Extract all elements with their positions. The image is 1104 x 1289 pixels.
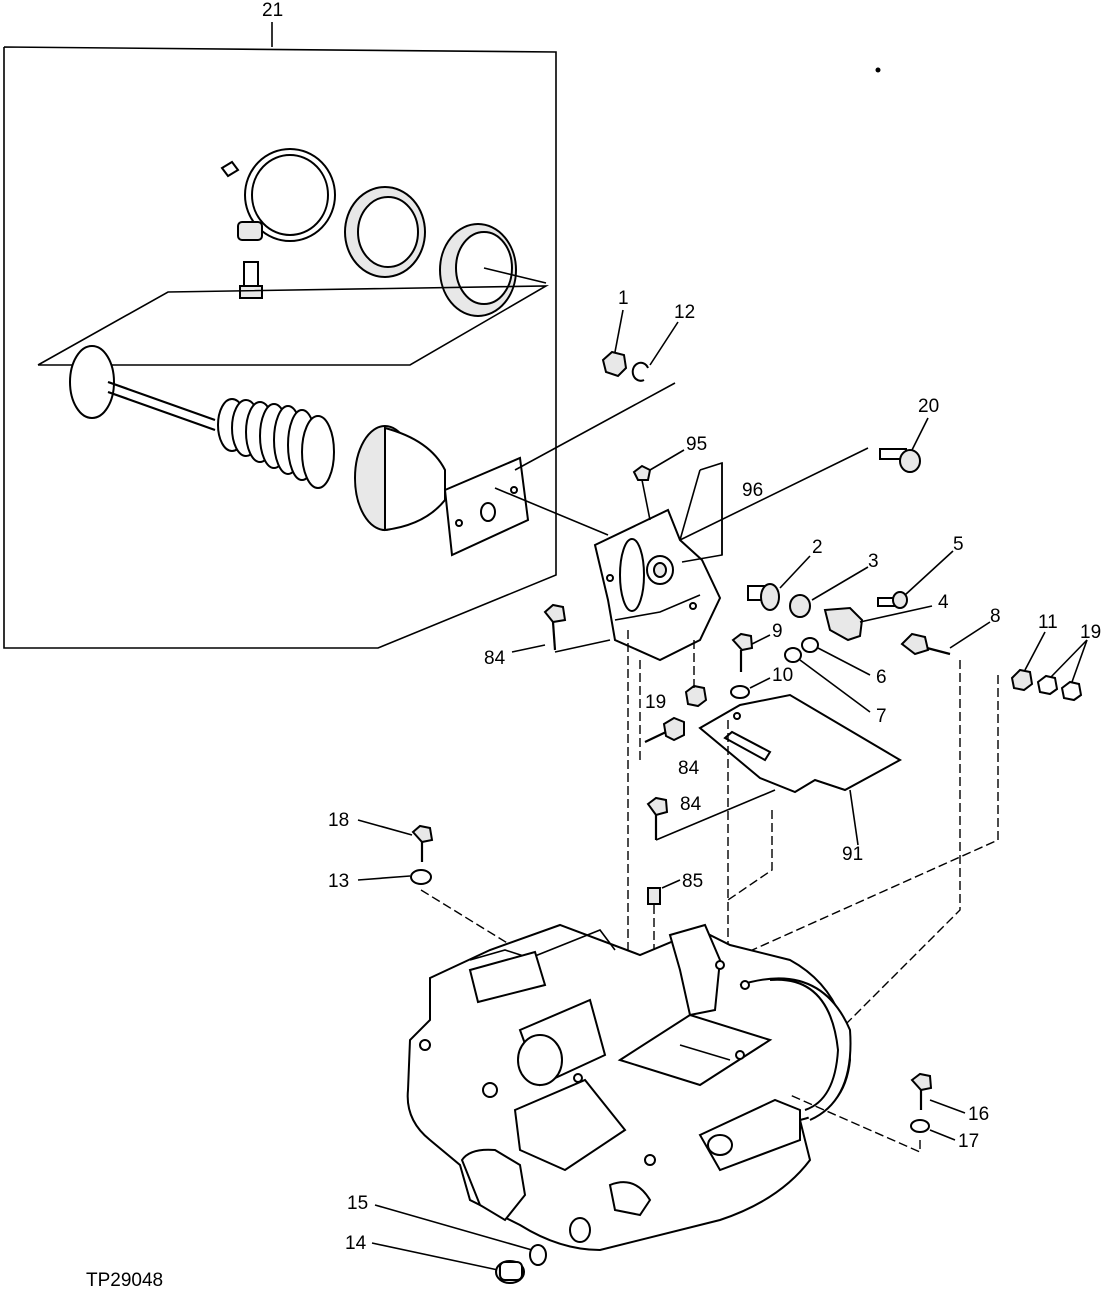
callout-2: 2 xyxy=(812,537,823,558)
boot-seal xyxy=(439,223,547,317)
callout-11: 11 xyxy=(1038,612,1058,633)
callout-14: 14 xyxy=(345,1233,367,1254)
assembly-21-outline xyxy=(3,22,557,649)
callout-9: 9 xyxy=(772,621,783,642)
callout-85: 85 xyxy=(682,871,703,892)
nut-part-19-lower xyxy=(684,640,708,708)
callout-18: 18 xyxy=(328,810,349,831)
clamp-ring xyxy=(220,148,336,299)
washer-part-6 xyxy=(801,637,871,676)
diaphragm-housing xyxy=(354,425,530,557)
sleeve-ring xyxy=(344,186,426,278)
callout-84-left: 84 xyxy=(484,648,506,669)
nut-part-11 xyxy=(1010,631,1046,692)
bolt-part-84-middle xyxy=(644,716,685,743)
callout-13: 13 xyxy=(328,871,349,892)
callout-91: 91 xyxy=(842,844,863,865)
washer-part-10 xyxy=(730,677,771,699)
bushing-part-2 xyxy=(747,555,811,611)
bolt-part-5 xyxy=(877,550,954,609)
callout-10: 10 xyxy=(772,665,793,686)
callout-12: 12 xyxy=(674,302,695,323)
plate-part-91 xyxy=(698,693,903,846)
oring-part-15 xyxy=(374,1204,547,1266)
callout-8: 8 xyxy=(990,606,1001,627)
callout-1: 1 xyxy=(618,288,629,309)
nuts-part-19 xyxy=(729,639,1088,961)
callout-17: 17 xyxy=(958,1131,979,1152)
callout-19-lower: 19 xyxy=(645,692,666,713)
callout-96: 96 xyxy=(742,480,763,501)
nut-part-1 xyxy=(601,309,628,378)
callout-95: 95 xyxy=(686,434,707,455)
callout-4: 4 xyxy=(938,592,949,613)
callout-5: 5 xyxy=(953,534,964,555)
valve-plunger xyxy=(69,345,216,432)
callout-84-lower: 84 xyxy=(680,794,702,815)
clevis-part-4 xyxy=(823,605,933,642)
callout-84-middle: 84 xyxy=(678,758,700,779)
washer-part-17 xyxy=(789,1094,956,1154)
callout-labels: 21 1 12 20 95 96 2 3 5 4 8 11 19 84 9 10… xyxy=(262,0,1101,1254)
bolt-part-20 xyxy=(679,417,929,541)
figure-reference-id: TP29048 xyxy=(86,1270,163,1289)
screw-part-95 xyxy=(632,449,685,521)
bolt-part-84-lower xyxy=(646,789,776,841)
callout-7: 7 xyxy=(876,706,887,727)
callout-3: 3 xyxy=(868,551,879,572)
clip-part-7 xyxy=(784,647,871,713)
bolt-part-9 xyxy=(731,632,771,672)
coil-spring xyxy=(217,398,335,489)
speck-mark xyxy=(875,67,881,73)
bolt-part-84-left xyxy=(511,603,611,653)
callout-6: 6 xyxy=(876,667,887,688)
callout-16: 16 xyxy=(968,1104,989,1125)
callout-21: 21 xyxy=(262,0,283,21)
callout-15: 15 xyxy=(347,1193,368,1214)
callout-20: 20 xyxy=(918,396,939,417)
bracket-part-96 xyxy=(593,461,723,662)
callout-19-right: 19 xyxy=(1080,622,1101,643)
bolt-part-16 xyxy=(910,1072,966,1114)
washer-part-12 xyxy=(631,321,679,382)
bolt-part-18 xyxy=(357,819,434,862)
pump-housing xyxy=(406,923,852,1252)
spacer-part-3 xyxy=(789,566,869,618)
plug-part-14 xyxy=(371,1242,525,1284)
